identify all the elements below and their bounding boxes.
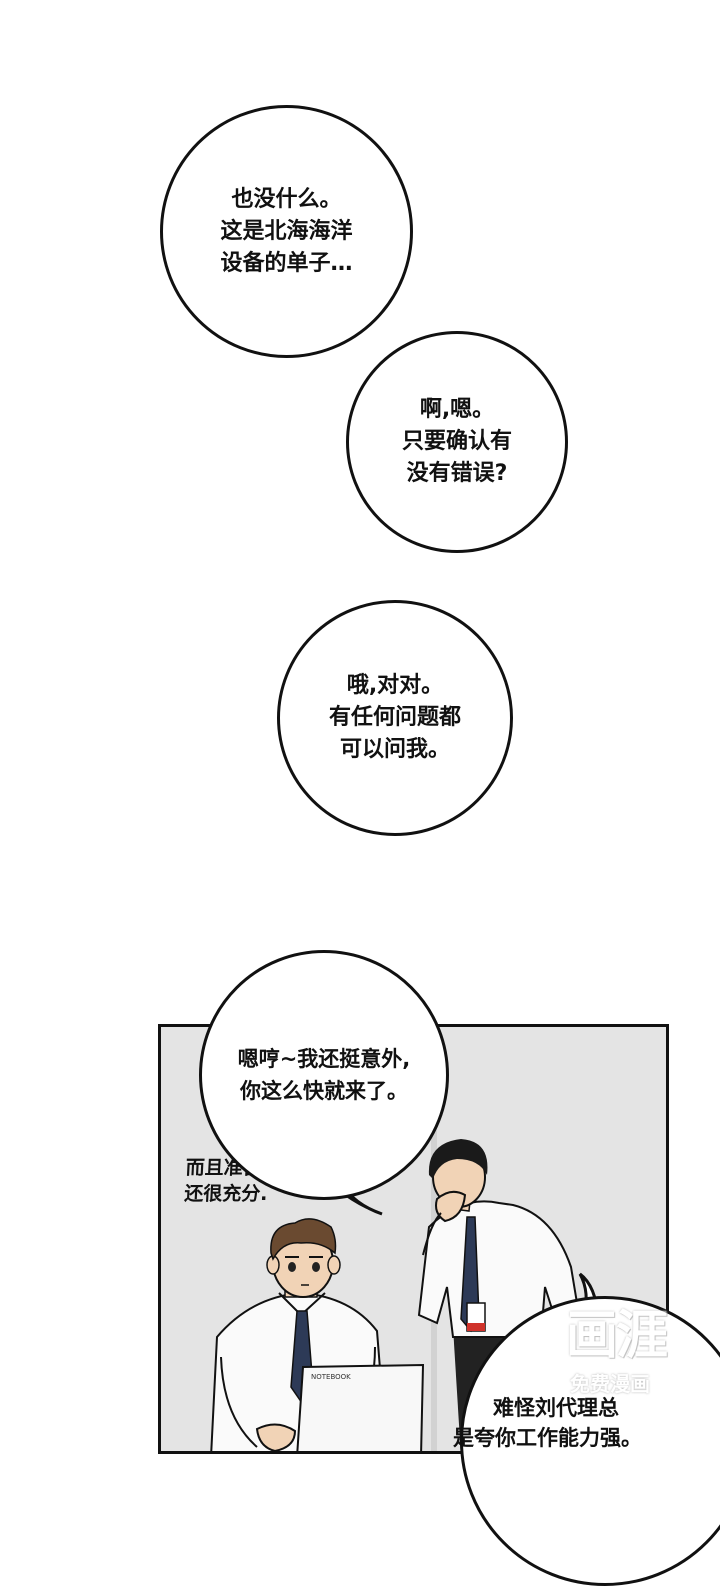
bubble-3-line-1: 哦,对对。 xyxy=(346,673,444,698)
standing-man-badge-stripe xyxy=(467,1323,485,1331)
bubble-5-line-2: 是夸你工作能力强。 xyxy=(453,1426,642,1450)
laptop-label: NOTEBOOK xyxy=(311,1373,351,1381)
speech-bubble-2: 啊,嗯。 只要确认有 没有错误? xyxy=(346,331,568,553)
standing-man-hair xyxy=(428,1139,488,1179)
bubble-2-line-3: 没有错误? xyxy=(406,461,508,486)
bubble-4-line-1: 嗯哼~我还挺意外, xyxy=(237,1047,411,1071)
speech-bubble-1: 也没什么。 这是北海海洋 设备的单子… xyxy=(160,105,413,358)
bubble-2-line-2: 只要确认有 xyxy=(401,429,512,454)
bubble-1-line-3: 设备的单子… xyxy=(220,250,353,276)
speech-bubble-3: 哦,对对。 有任何问题都 可以问我。 xyxy=(277,600,513,836)
bubble-2-line-1: 啊,嗯。 xyxy=(419,397,495,422)
laptop-lid xyxy=(296,1363,425,1451)
speech-bubble-4: 嗯哼~我还挺意外, 你这么快就来了。 xyxy=(199,950,449,1200)
bubble-5-line-1: 难怪刘代理总 xyxy=(493,1396,619,1420)
bubble-4-line-2: 你这么快就来了。 xyxy=(240,1079,408,1103)
bubble-1-line-2: 这是北海海洋 xyxy=(220,218,353,244)
bubble-1-line-1: 也没什么。 xyxy=(231,186,342,212)
bubble-3-line-2: 有任何问题都 xyxy=(328,705,461,730)
standing-man-hand xyxy=(435,1190,467,1223)
seated-man-hair xyxy=(270,1218,337,1261)
bubble-3-line-3: 可以问我。 xyxy=(339,737,450,762)
